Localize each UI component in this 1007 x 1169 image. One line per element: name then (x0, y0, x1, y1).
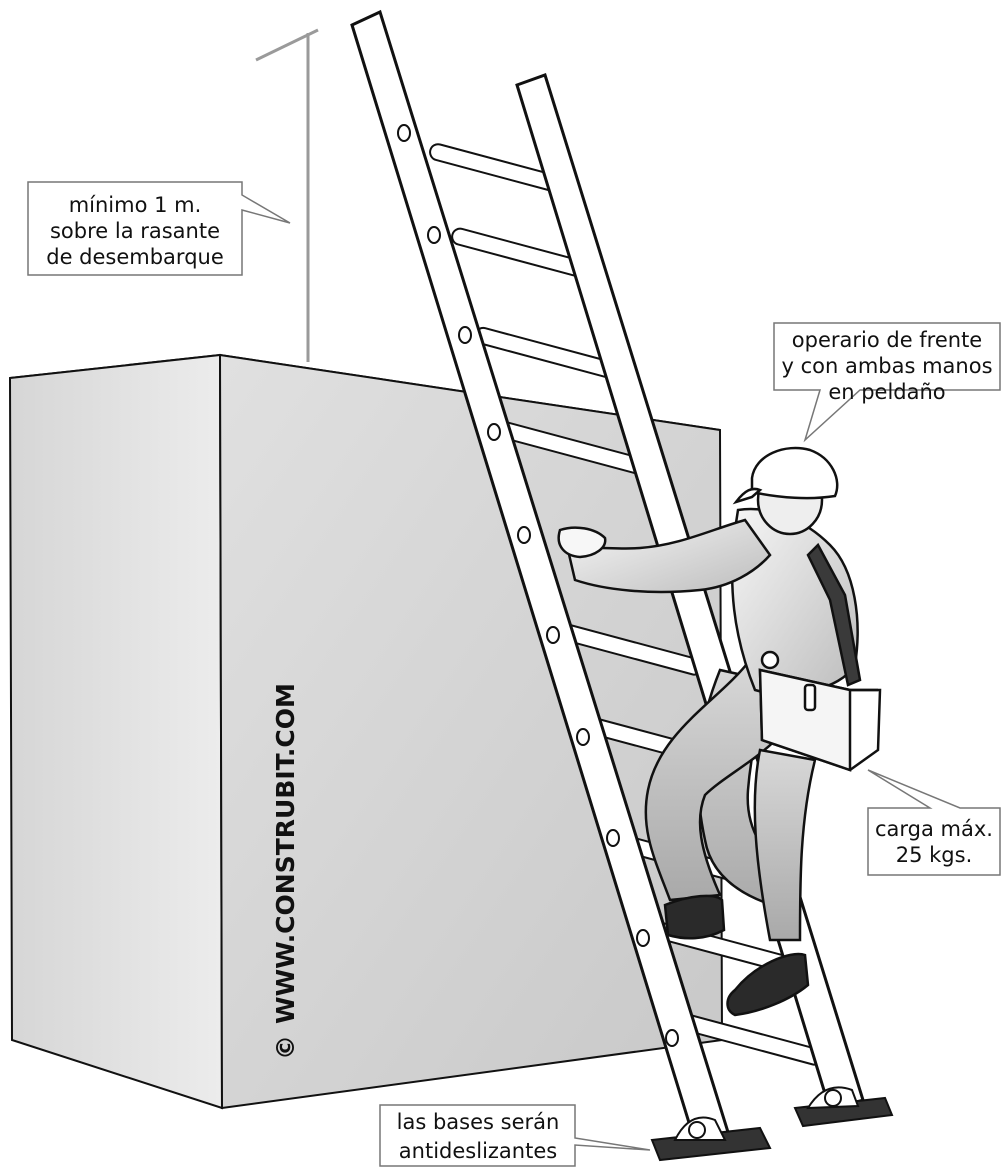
watermark-text: WWW.CONSTRUBIT.COM (271, 683, 300, 1024)
worker-boot-upper (665, 896, 724, 938)
callout-bases-line-1: las bases serán (397, 1110, 560, 1134)
callout-operator-line-1: operario de frente (792, 328, 982, 352)
callout-height: mínimo 1 m. sobre la rasante de desembar… (28, 182, 290, 275)
copyright-icon: © (271, 1035, 300, 1060)
callout-bases-line-2: antideslizantes (399, 1139, 557, 1163)
worker-helmet (752, 448, 837, 498)
callout-load: carga máx. 25 kgs. (868, 770, 1000, 875)
callout-operator-line-3: en peldaño (828, 380, 945, 404)
wall-front-face (10, 355, 222, 1108)
callout-load-line-1: carga máx. (875, 817, 993, 841)
callout-height-line-2: sobre la rasante (50, 219, 220, 243)
worker-hand (559, 528, 606, 557)
worker-helmet-brim (736, 489, 760, 502)
ladder-foot-right (795, 1087, 892, 1126)
callout-load-line-2: 25 kgs. (896, 843, 973, 867)
callout-height-line-1: mínimo 1 m. (69, 193, 202, 217)
ladder-foot-left (652, 1118, 770, 1161)
callout-height-line-3: de desembarque (46, 245, 224, 269)
callout-bases: las bases serán antideslizantes (380, 1105, 650, 1166)
strap-buckle-icon (762, 652, 778, 668)
height-reference-line (256, 30, 318, 362)
callout-operator-line-2: y con ambas manos (781, 354, 992, 378)
worker-boot-lower (728, 954, 809, 1015)
callout-operator: operario de frente y con ambas manos en … (774, 323, 1000, 440)
watermark: © WWW.CONSTRUBIT.COM (271, 683, 300, 1060)
